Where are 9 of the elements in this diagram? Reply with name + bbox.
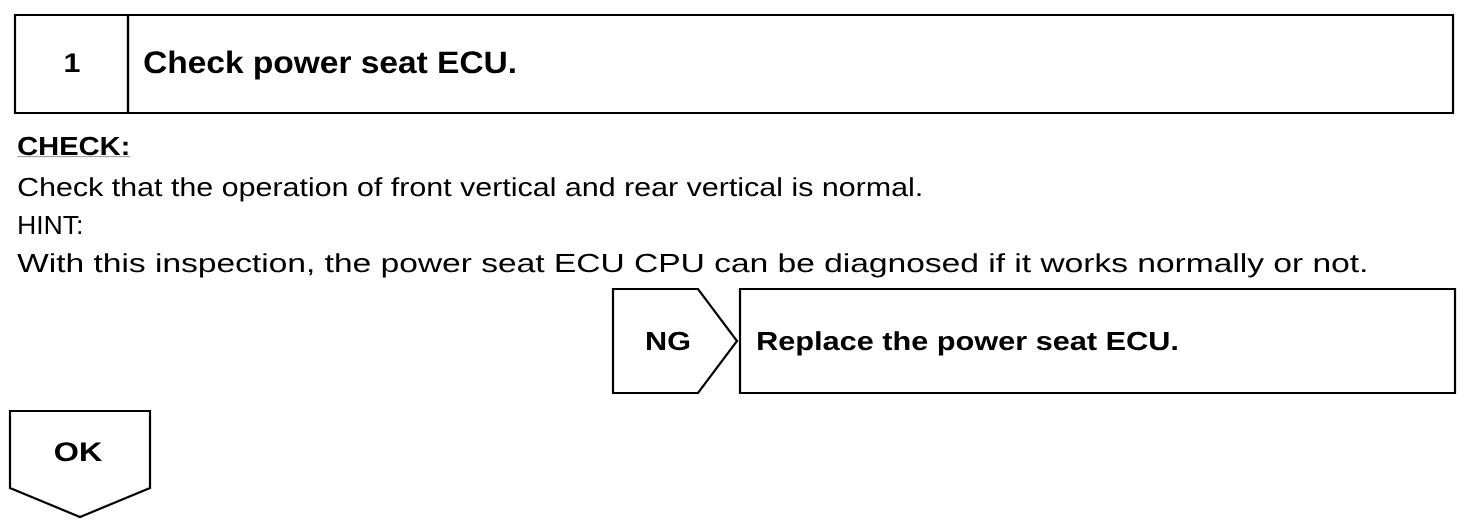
action-box: Replace the power seat ECU. [738,287,1457,395]
instruction-text: Check that the operation of front vertical and rear vertical is normal. [18,177,921,202]
section-heading: CHECK: [16,136,131,157]
ng-chevron: NG [611,287,739,395]
hint-text: With this inspection, the power seat ECU CPU can be diagnosed if it works normally or not. [17,253,1366,278]
hint-heading: HINT: [19,216,81,234]
step-title-cell: Check power seat ECU. [126,13,1455,115]
ok-chevron: OK [8,409,152,519]
step-number-cell: 1 [13,13,130,115]
